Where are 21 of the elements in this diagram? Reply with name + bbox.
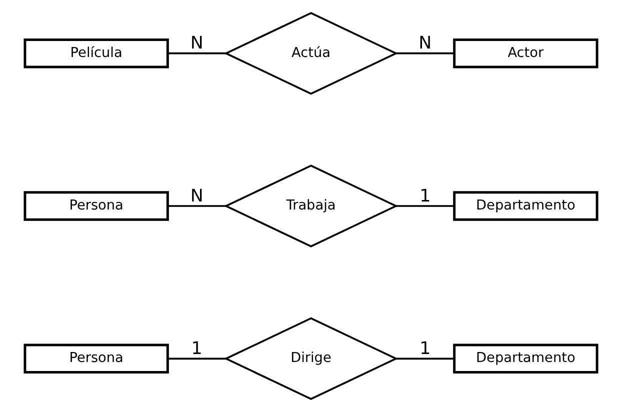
node-diamond: Actúa	[223, 12, 398, 95]
connector	[168, 358, 226, 360]
edge-label: 1	[419, 186, 430, 206]
connector	[396, 205, 454, 207]
connector	[168, 205, 226, 207]
connector	[168, 52, 226, 54]
node-box: Persona	[23, 344, 168, 374]
node-box: Departamento	[452, 344, 598, 374]
node-box: Departamento	[452, 191, 598, 221]
node-diamond: Trabaja	[223, 164, 398, 248]
edge-label: N	[190, 186, 203, 206]
node-box: Película	[23, 38, 168, 68]
node-diamond: Dirige	[223, 317, 398, 400]
edge-label: 1	[190, 338, 202, 359]
edge-label: 1	[419, 338, 430, 359]
connector	[396, 358, 454, 360]
node-box: Persona	[23, 191, 168, 221]
connector	[396, 52, 454, 54]
edge-label: N	[418, 34, 432, 54]
node-box: Actor	[452, 38, 598, 68]
edge-label: N	[190, 34, 203, 54]
